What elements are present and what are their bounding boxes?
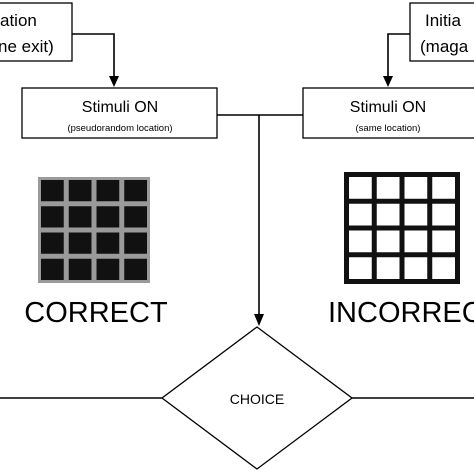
grid-cell (404, 177, 428, 199)
initiation-right-line1: Initia (425, 11, 461, 30)
grid-cell (349, 230, 372, 253)
choice-label: CHOICE (230, 391, 284, 407)
initiation-box-right (409, 2, 474, 62)
filled-square-grid-icon (38, 177, 150, 283)
grid-cell (124, 232, 147, 254)
grid-cell (404, 230, 428, 253)
connector-left-top (72, 33, 115, 78)
grid-cell (41, 180, 64, 202)
grid-cell (124, 206, 147, 228)
grid-cell (96, 180, 120, 202)
grid-cell (96, 232, 120, 254)
stimuli-left-box (21, 87, 218, 139)
grid-cell (349, 203, 372, 226)
grid-cell (376, 257, 400, 279)
initiation-box-left (0, 2, 73, 62)
choice-diamond (160, 326, 354, 470)
connector-right-top (387, 33, 410, 78)
stimuli-left-title: Stimuli ON (82, 99, 158, 116)
correct-label: CORRECT (24, 297, 168, 329)
grid-cell (432, 257, 455, 279)
grid-cell (404, 257, 428, 279)
grid-cell (404, 203, 428, 226)
grid-cell (41, 258, 64, 280)
grid-cell (96, 206, 120, 228)
stimuli-left-subtitle: (pseudorandom location) (67, 123, 172, 134)
grid-cell (41, 232, 64, 254)
grid-cell (41, 206, 64, 228)
stimuli-right-title: Stimuli ON (350, 99, 426, 116)
grid-cell (376, 177, 400, 199)
grid-cell (68, 206, 92, 228)
arrowhead-choice (254, 314, 264, 326)
grid-cell (124, 180, 147, 202)
initiation-right-line2: (maga (420, 37, 469, 56)
grid-cell (68, 180, 92, 202)
grid-cell (376, 203, 400, 226)
stimuli-right-subtitle: (same location) (356, 123, 421, 134)
grid-cell (124, 258, 147, 280)
arrowhead-left-top (109, 76, 119, 87)
grid-cell (376, 230, 400, 253)
grid-cell (96, 258, 120, 280)
grid-cell (432, 203, 455, 226)
initiation-left-line2: ne exit) (0, 37, 54, 56)
grid-cell (349, 177, 372, 199)
incorrect-label: INCORRECT (328, 297, 474, 329)
grid-cell (349, 257, 372, 279)
grid-cell (432, 230, 455, 253)
grid-cell (68, 232, 92, 254)
arrowhead-right-top (383, 76, 393, 87)
grid-cell (68, 258, 92, 280)
grid-cell (432, 177, 455, 199)
stimuli-right-box (302, 87, 474, 139)
outlined-square-grid-icon (344, 172, 460, 284)
initiation-left-line1: ation (0, 11, 37, 30)
